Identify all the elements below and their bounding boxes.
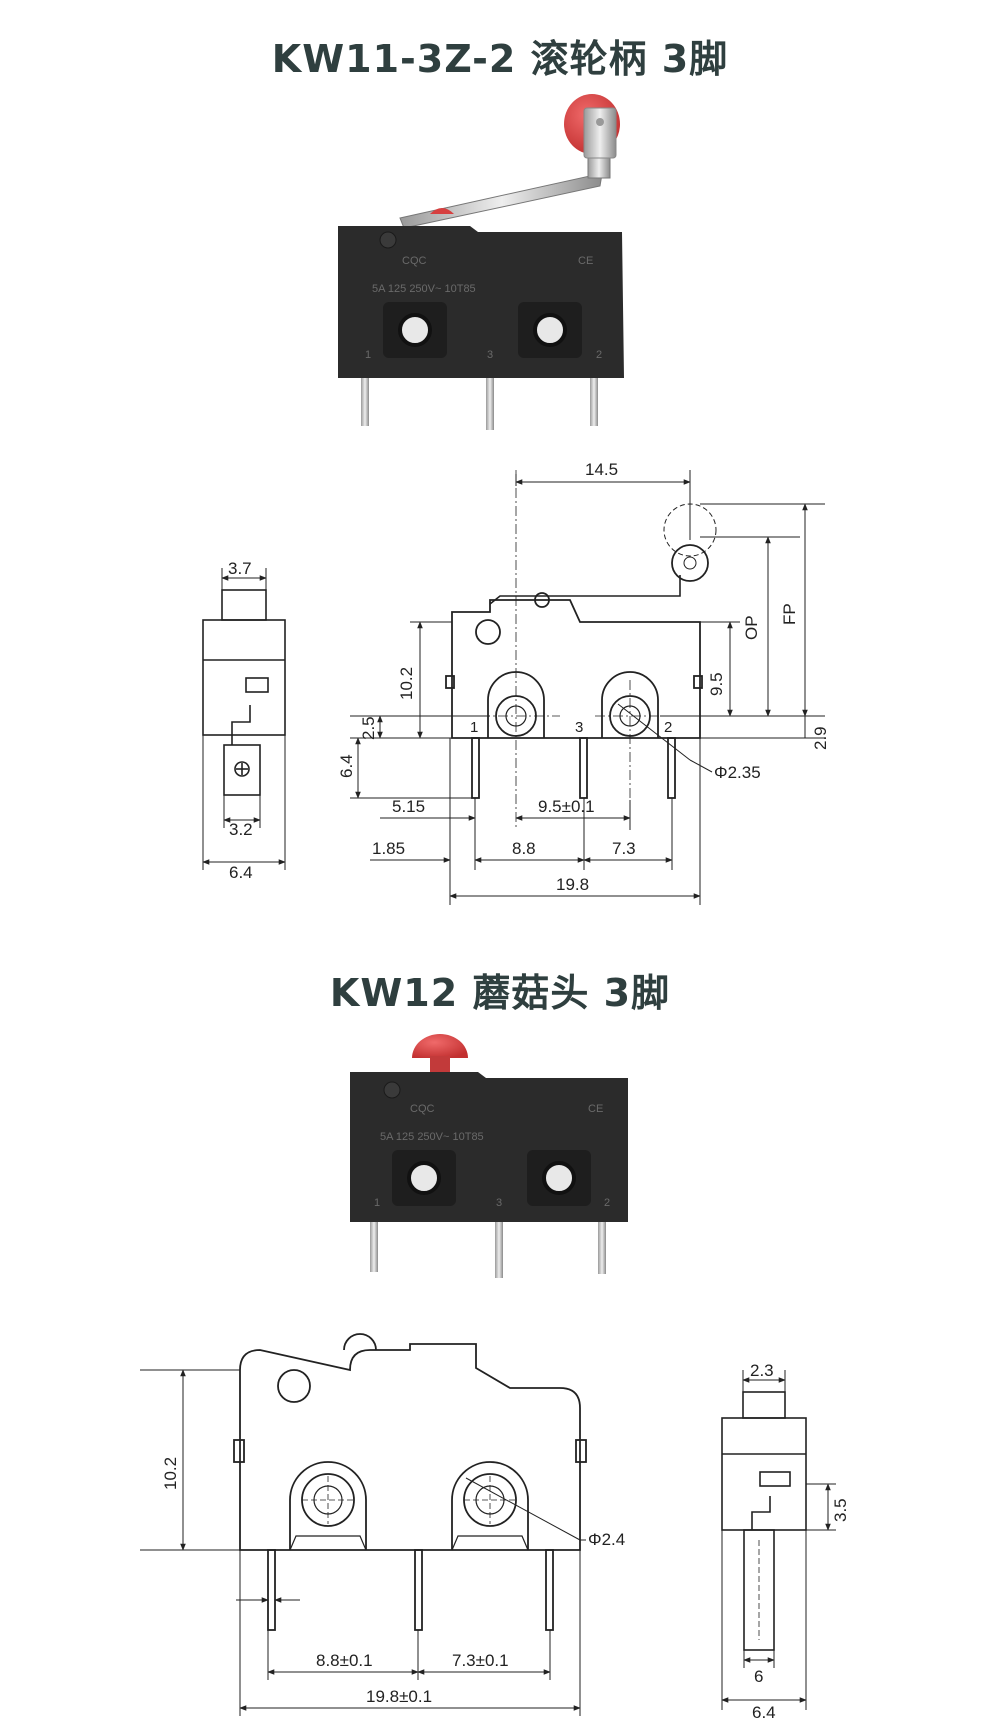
dim-op: OP <box>742 615 761 640</box>
dim-side-width: 6.4 <box>229 863 253 882</box>
product2-title: KW12 蘑菇头 3脚 <box>329 971 671 1015</box>
mushroom-cap <box>412 1034 468 1058</box>
ce-mark-2: CE <box>588 1103 603 1115</box>
dim-hole-dia: Φ2.35 <box>714 763 761 782</box>
dim-hole-height: 9.5 <box>707 672 726 696</box>
dim2-side-height: 3.5 <box>831 1498 850 1522</box>
product2-front-drawing <box>233 1333 587 1631</box>
dim-side-top: 3.7 <box>228 559 252 578</box>
product1-photo: CQC CE 5A 125 250V~ 10T85 1 3 2 <box>338 94 624 430</box>
ce-mark: CE <box>578 255 593 267</box>
dim2-side-top: 2.3 <box>750 1361 774 1380</box>
cert-mark: CQC <box>402 255 427 267</box>
pin1-mark: 1 <box>365 349 371 361</box>
dim-fp: FP <box>780 603 799 625</box>
dim-total-length: 19.8 <box>556 875 589 894</box>
dim-pin-length: 6.4 <box>337 754 356 778</box>
pin3-mark: 3 <box>487 349 493 361</box>
dim2-height: 10.2 <box>161 1457 180 1490</box>
pin-3 <box>486 378 494 430</box>
dim-pin-offset: 2.5 <box>359 716 378 740</box>
body-marking: 5A 125 250V~ 10T85 <box>372 283 476 295</box>
pin2-mark-2: 2 <box>604 1197 610 1209</box>
product2-photo: CQC CE 5A 125 250V~ 10T85 1 3 2 <box>350 1034 628 1278</box>
dim-side-pin: 3.2 <box>229 820 253 839</box>
pin3-mark-2: 3 <box>496 1197 502 1209</box>
dim2-pitch-13: 8.8±0.1 <box>316 1651 373 1670</box>
dim2-pitch-32: 7.3±0.1 <box>452 1651 509 1670</box>
pin3-label: 3 <box>575 719 583 736</box>
dim2-side-pin: 6 <box>754 1667 763 1686</box>
dim2-total-length: 19.8±0.1 <box>366 1687 432 1706</box>
pin-1 <box>361 378 369 426</box>
cert-mark-2: CQC <box>410 1103 435 1115</box>
dim-hole-pitch: 9.5±0.1 <box>538 797 595 816</box>
dim-pitch-32: 7.3 <box>612 839 636 858</box>
pin1-label: 1 <box>470 719 478 736</box>
pin2-mark: 2 <box>596 349 602 361</box>
pin-2 <box>590 378 598 426</box>
switch-body <box>338 226 624 378</box>
dim-height: 10.2 <box>397 667 416 700</box>
product1-dimension-lines <box>350 470 825 905</box>
pin1-mark-2: 1 <box>374 1197 380 1209</box>
dim-left-offset: 5.15 <box>392 797 425 816</box>
product2-side-view <box>721 1391 807 1651</box>
dim2-side-width: 6.4 <box>752 1703 776 1722</box>
dim2-hole-dia: Φ2.4 <box>588 1530 625 1549</box>
pin2-label: 2 <box>664 719 672 736</box>
dim-tab-height: 2.9 <box>811 726 830 750</box>
roller-bracket <box>583 107 617 159</box>
product1-side-view <box>202 568 286 870</box>
product2-dimension-lines <box>140 1369 586 1716</box>
dim-top-width: 14.5 <box>585 460 618 479</box>
product1-title: KW11-3Z-2 滚轮柄 3脚 <box>271 37 729 81</box>
dim-pitch-13: 8.8 <box>512 839 536 858</box>
body-marking-2: 5A 125 250V~ 10T85 <box>380 1131 484 1143</box>
product1-front-drawing <box>445 470 717 830</box>
dim-edge-offset: 1.85 <box>372 839 405 858</box>
